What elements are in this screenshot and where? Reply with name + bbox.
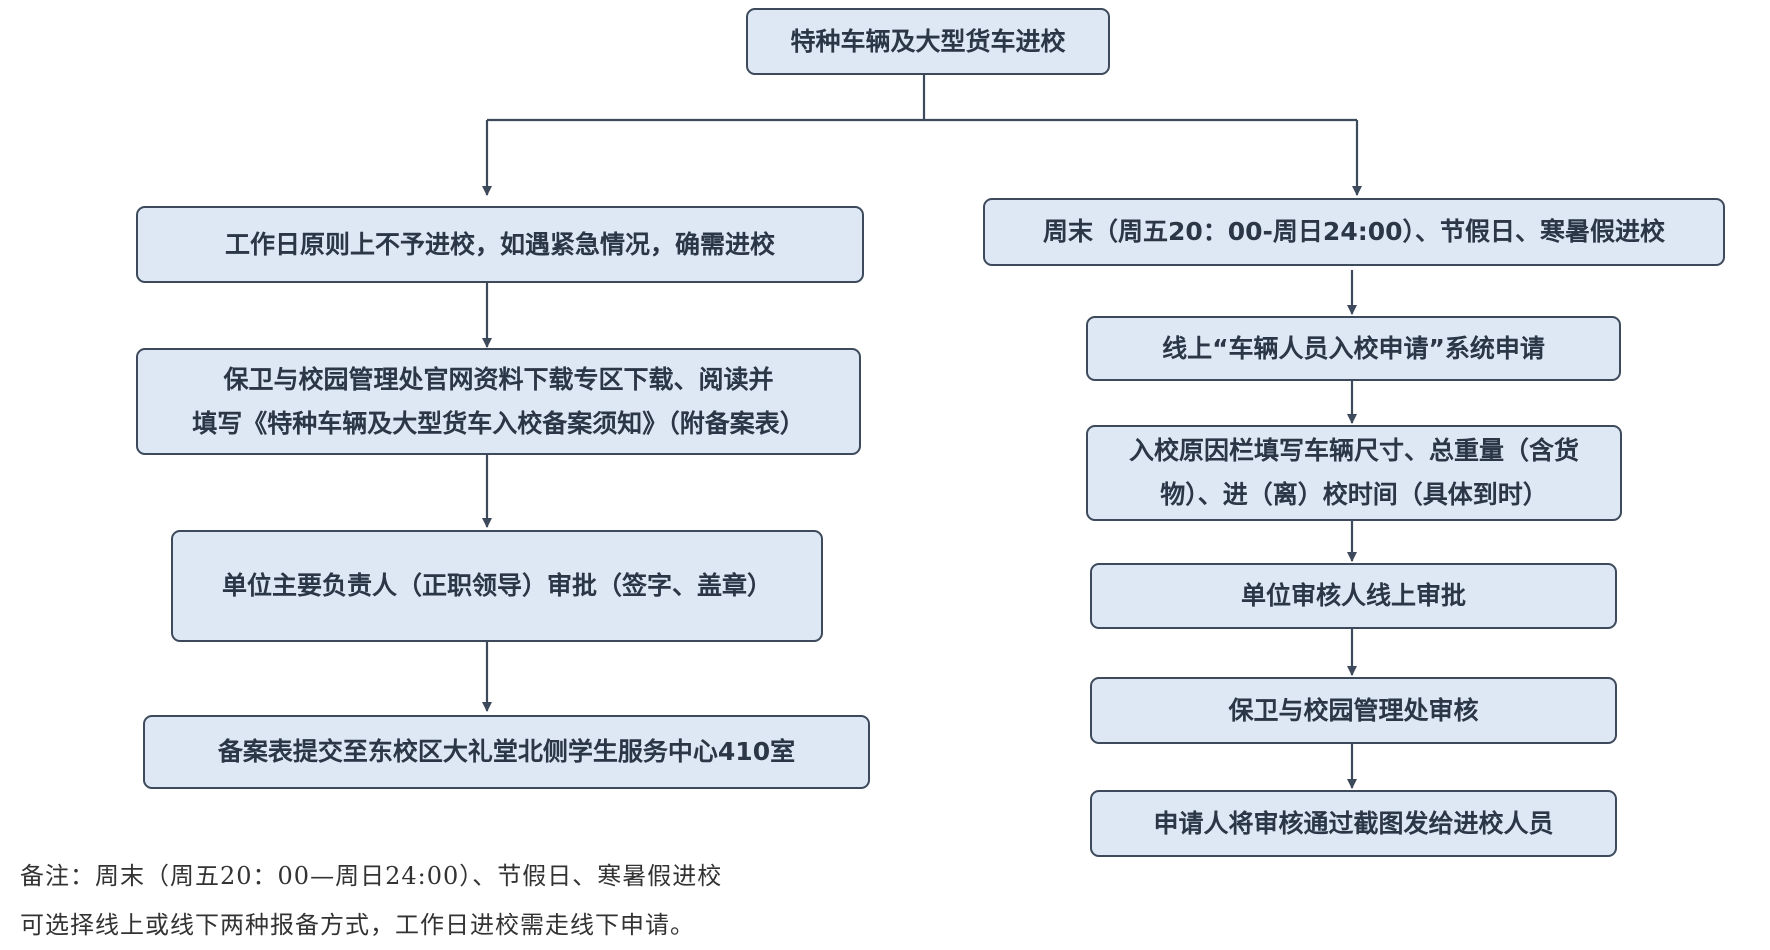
left-step-1: 工作日原则上不予进校，如遇紧急情况，确需进校 [136,206,864,283]
right-step-3: 入校原因栏填写车辆尺寸、总重量（含货 物）、进（离）校时间（具体到时） [1086,425,1622,521]
left-step-4-label: 备案表提交至东校区大礼堂北侧学生服务中心410室 [217,737,796,767]
right-step-2-label: 线上“车辆人员入校申请”系统申请 [1162,333,1545,363]
right-step-3-label: 入校原因栏填写车辆尺寸、总重量（含货 物）、进（离）校时间（具体到时） [1128,436,1579,509]
footnote-line-1: 备注：周末（周五20：00—周日24:00）、节假日、寒暑假进校 [20,862,723,890]
root-node: 特种车辆及大型货车进校 [746,8,1110,75]
right-step-2: 线上“车辆人员入校申请”系统申请 [1086,316,1621,381]
left-step-2: 保卫与校园管理处官网资料下载专区下载、阅读并 填写《特种车辆及大型货车入校备案须… [136,348,861,455]
right-step-5: 保卫与校园管理处审核 [1090,677,1617,744]
footnote-line-2: 可选择线上或线下两种报备方式，工作日进校需走线下申请。 [20,911,695,939]
left-step-4: 备案表提交至东校区大礼堂北侧学生服务中心410室 [143,715,870,789]
left-step-1-label: 工作日原则上不予进校，如遇紧急情况，确需进校 [224,229,775,259]
footnote: 备注：周末（周五20：00—周日24:00）、节假日、寒暑假进校 可选择线上或线… [20,852,820,950]
left-step-3-label: 单位主要负责人（正职领导）审批（签字、盖章） [221,571,772,601]
left-step-2-label: 保卫与校园管理处官网资料下载专区下载、阅读并 填写《特种车辆及大型货车入校备案须… [192,364,805,438]
right-step-4: 单位审核人线上审批 [1090,563,1617,629]
root-node-label: 特种车辆及大型货车进校 [790,26,1066,56]
left-step-3: 单位主要负责人（正职领导）审批（签字、盖章） [171,530,823,642]
right-step-1: 周末（周五20：00-周日24:00）、节假日、寒暑假进校 [983,198,1725,266]
right-step-6-label: 申请人将审核通过截图发给进校人员 [1153,808,1554,838]
right-step-1-label: 周末（周五20：00-周日24:00）、节假日、寒暑假进校 [1042,217,1666,247]
right-step-5-label: 保卫与校园管理处审核 [1228,695,1479,725]
right-step-4-label: 单位审核人线上审批 [1240,581,1466,611]
right-step-6: 申请人将审核通过截图发给进校人员 [1090,790,1617,857]
